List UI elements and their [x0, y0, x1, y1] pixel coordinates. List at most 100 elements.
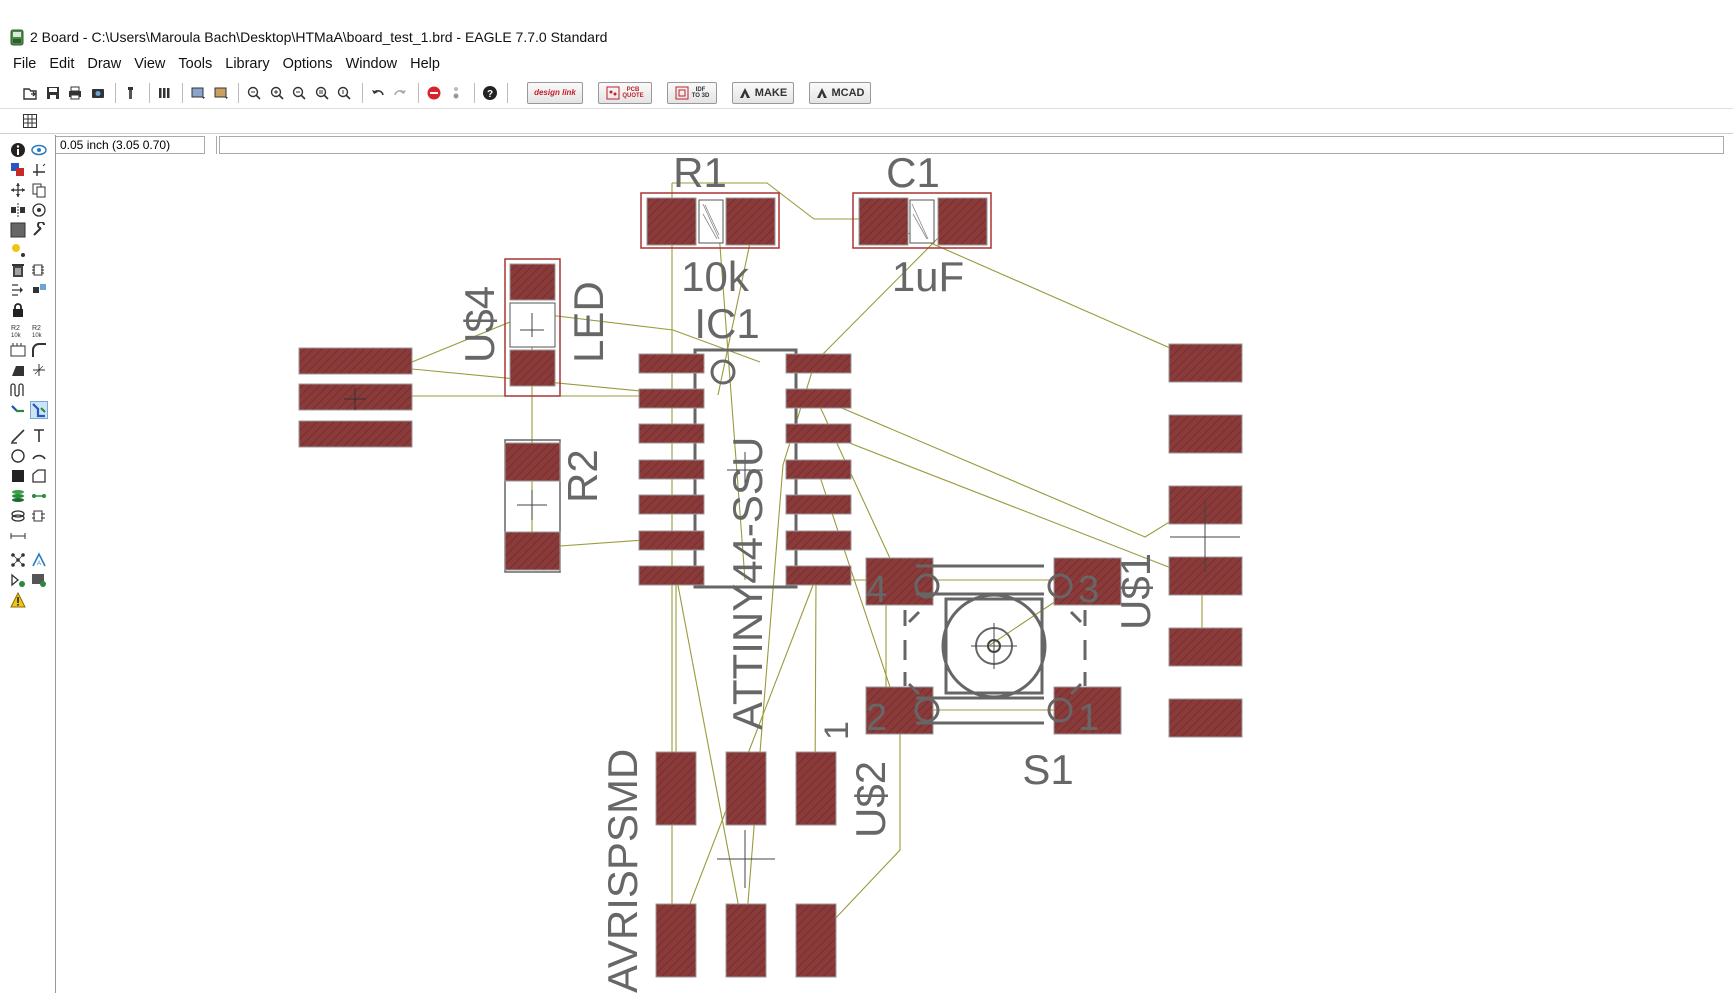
lock-icon[interactable]	[9, 301, 27, 319]
menu-file[interactable]: File	[13, 56, 37, 72]
group-icon[interactable]	[9, 221, 27, 239]
component-r2[interactable]: R2	[504, 439, 606, 573]
ratsnest-icon[interactable]	[9, 551, 27, 569]
s1-pad-1[interactable]	[1053, 686, 1122, 735]
arc-icon[interactable]	[30, 447, 48, 465]
delete-icon[interactable]	[9, 261, 27, 279]
zoom-area-icon[interactable]	[334, 83, 354, 103]
text-icon[interactable]	[30, 427, 48, 445]
route-icon[interactable]	[9, 401, 27, 419]
menu-draw[interactable]: Draw	[87, 56, 122, 72]
idf-to-3d-button[interactable]: IDF TO 3D	[667, 82, 717, 104]
show-icon[interactable]	[30, 141, 48, 159]
zoom-select-icon[interactable]	[312, 83, 332, 103]
auto-router-icon[interactable]: A	[30, 551, 48, 569]
pcb-quote-button[interactable]: PCB QUOTE	[598, 82, 652, 104]
cam-icon[interactable]	[88, 83, 108, 103]
ic1-left-pads[interactable]	[638, 353, 705, 586]
meander-icon[interactable]	[9, 381, 27, 399]
help-icon[interactable]: ?	[480, 83, 500, 103]
undo-icon[interactable]	[368, 83, 388, 103]
menu-library[interactable]: Library	[225, 56, 270, 72]
layer-icon[interactable]	[188, 83, 208, 103]
open-icon[interactable]	[20, 83, 40, 103]
s1-pad-2[interactable]	[865, 686, 934, 735]
isp-pad-3[interactable]	[795, 751, 837, 826]
attribute-icon[interactable]	[30, 507, 48, 525]
split-icon[interactable]	[9, 361, 27, 379]
ftdi-pad-5[interactable]	[1168, 627, 1243, 667]
polygon-icon[interactable]	[30, 467, 48, 485]
r1-pad-1[interactable]	[646, 197, 697, 246]
info-icon[interactable]	[9, 141, 27, 159]
replace-part-icon[interactable]	[30, 281, 48, 299]
redraw-icon[interactable]	[289, 83, 309, 103]
copy-icon[interactable]	[30, 181, 48, 199]
fit-icon[interactable]	[211, 83, 231, 103]
signal-icon[interactable]	[30, 487, 48, 505]
erc-icon[interactable]	[9, 571, 27, 589]
left-header-pad-3[interactable]	[298, 420, 413, 448]
stop-icon[interactable]	[424, 83, 444, 103]
ripup-icon[interactable]	[30, 401, 48, 419]
paste-icon[interactable]	[9, 241, 27, 259]
errors-icon[interactable]	[9, 591, 27, 609]
component-avr-isp[interactable]: AVRISPSMD U$2 1	[599, 721, 894, 993]
smash-icon[interactable]	[9, 341, 27, 359]
isp-pad-4[interactable]	[655, 903, 697, 978]
led-pad-2[interactable]	[509, 349, 556, 387]
board-drawing[interactable]: R1 10k C1 1uF U$4 LED	[56, 156, 1733, 993]
print-icon[interactable]	[65, 83, 85, 103]
display-icon[interactable]	[9, 161, 27, 179]
rotate-icon[interactable]	[30, 201, 48, 219]
isp-pad-5[interactable]	[725, 903, 767, 978]
mark-icon[interactable]	[30, 161, 48, 179]
save-icon[interactable]	[43, 83, 63, 103]
component-r1[interactable]: R1 10k	[640, 156, 780, 300]
menu-view[interactable]: View	[134, 56, 166, 72]
command-line-input[interactable]	[219, 136, 1724, 154]
left-header-pad-1[interactable]	[298, 347, 413, 375]
ftdi-pad-6[interactable]	[1168, 698, 1243, 738]
component-left-header[interactable]	[298, 347, 413, 448]
isp-pad-6[interactable]	[795, 903, 837, 978]
mirror-icon[interactable]	[9, 201, 27, 219]
redo-icon[interactable]	[390, 83, 410, 103]
ftdi-pad-2[interactable]	[1168, 414, 1243, 454]
via-icon[interactable]	[9, 487, 27, 505]
component-s1[interactable]: 4 3 2 1 S1	[865, 557, 1122, 793]
component-led[interactable]: U$4 LED	[456, 258, 612, 397]
miter-icon[interactable]	[30, 341, 48, 359]
ic1-right-pads[interactable]	[785, 353, 852, 586]
make-button[interactable]: MAKE	[732, 82, 794, 104]
zoom-in-icon[interactable]	[244, 83, 264, 103]
circle-icon[interactable]	[9, 447, 27, 465]
zoom-out-icon[interactable]	[267, 83, 287, 103]
move-icon[interactable]	[9, 181, 27, 199]
r2-pad-2[interactable]	[504, 531, 561, 571]
design-link-button[interactable]: design link	[527, 82, 583, 104]
drc-icon[interactable]	[30, 571, 48, 589]
component-c1[interactable]: C1 1uF	[852, 156, 992, 300]
go-icon[interactable]	[446, 83, 466, 103]
ulp-icon[interactable]	[155, 83, 175, 103]
r2-pad-1[interactable]	[504, 442, 561, 482]
grid-icon[interactable]	[20, 111, 40, 131]
menu-window[interactable]: Window	[345, 56, 398, 72]
menu-help[interactable]: Help	[410, 56, 440, 72]
dimension-icon[interactable]	[9, 527, 27, 545]
c1-pad-2[interactable]	[937, 197, 988, 246]
isp-pad-1[interactable]	[655, 751, 697, 826]
wire-icon[interactable]	[9, 427, 27, 445]
optimize-icon[interactable]	[30, 361, 48, 379]
replace-icon[interactable]	[9, 281, 27, 299]
menu-options[interactable]: Options	[282, 56, 333, 72]
component-ftdi-header[interactable]: U$1	[1112, 343, 1243, 738]
r1-pad-2[interactable]	[725, 197, 776, 246]
menu-tools[interactable]: Tools	[178, 56, 213, 72]
board-editor-canvas[interactable]: R1 10k C1 1uF U$4 LED	[56, 156, 1733, 993]
c1-pad-1[interactable]	[858, 197, 909, 246]
isp-pad-2[interactable]	[725, 751, 767, 826]
component-ic1[interactable]: IC1 ATTINY44-SSU	[638, 300, 852, 730]
